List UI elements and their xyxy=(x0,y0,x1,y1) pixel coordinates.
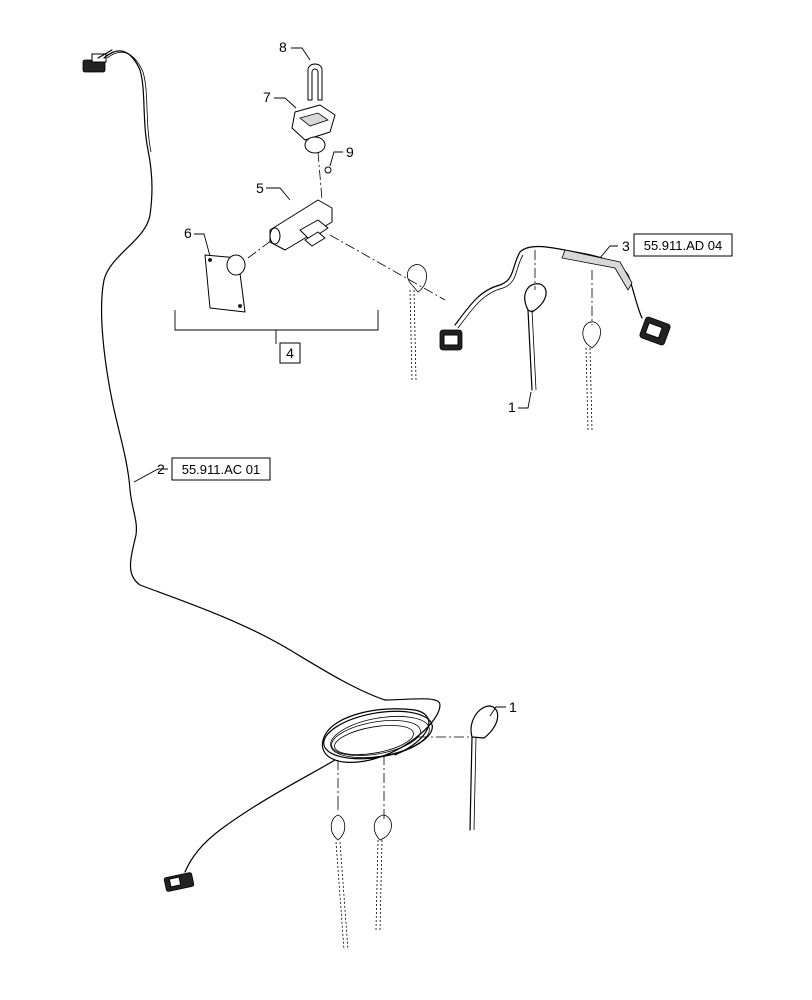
callout-box-item-4 xyxy=(279,342,301,364)
ref-box-main-harness xyxy=(171,457,271,481)
callout-item-7: 7 xyxy=(263,89,271,105)
ref-main-harness: 55.911.AC 01 xyxy=(182,462,261,477)
cable-tie-bottom-left xyxy=(330,800,349,951)
callout-item-1-bottom: 1 xyxy=(509,699,517,715)
ref-sensor-harness: 55.911.AD 04 xyxy=(644,238,723,253)
callout-item-1-top: 1 xyxy=(508,399,516,415)
clamp-item-7 xyxy=(291,104,336,154)
cable-tie-bottom-middle xyxy=(373,814,392,931)
callout-item-8: 8 xyxy=(279,39,287,55)
bracket-item-5 xyxy=(269,199,333,251)
callout-item-2: 2 xyxy=(157,461,165,477)
sensor-harness-right-connector xyxy=(639,316,671,346)
sensor-wiring-harness xyxy=(439,245,671,351)
harness-bottom-connector xyxy=(163,872,195,892)
ref-box-sensor-harness xyxy=(633,233,733,257)
cable-tie-upper-right xyxy=(582,321,601,431)
nut-item-9 xyxy=(324,166,332,174)
harness-cable-coil xyxy=(184,698,441,873)
cable-tie-item-1-bottom xyxy=(469,705,499,831)
u-bolt-item-8 xyxy=(307,63,323,101)
sensor-plate-item-6 xyxy=(204,254,246,313)
assembly-brace-item-4: 4 xyxy=(174,310,379,364)
callout-item-5: 5 xyxy=(256,180,264,196)
cable-tie-upper-left xyxy=(407,264,427,381)
harness-top-connector xyxy=(82,49,113,73)
callout-item-4: 4 xyxy=(286,345,294,361)
callout-item-3: 3 xyxy=(622,238,630,254)
main-wiring-harness xyxy=(82,49,441,892)
cable-tie-item-1-top xyxy=(524,283,547,391)
callout-item-9: 9 xyxy=(346,144,354,160)
callout-item-6: 6 xyxy=(184,225,192,241)
sensor-harness-left-connector xyxy=(439,329,463,351)
